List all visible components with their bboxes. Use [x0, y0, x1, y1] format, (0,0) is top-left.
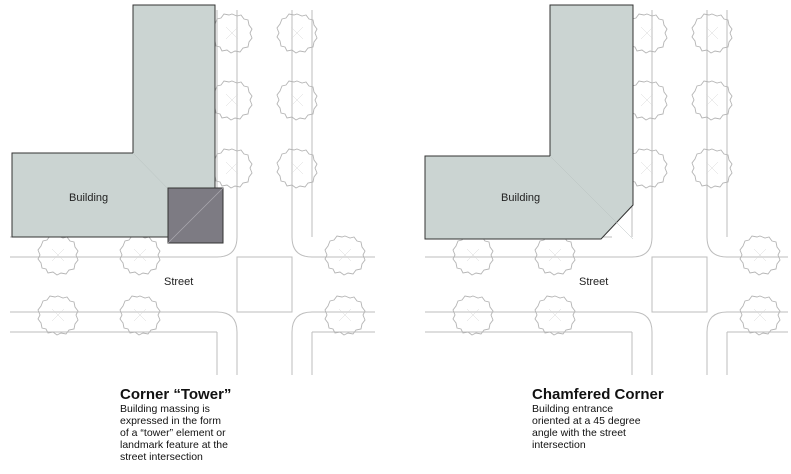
- tree-canopy-icon: [276, 13, 318, 54]
- tree-canopy-icon: [211, 13, 253, 54]
- building-label: Building: [501, 192, 540, 204]
- tree-canopy-icon: [211, 80, 253, 121]
- tree-canopy-icon: [452, 295, 494, 336]
- building-footprint-chamfered: [424, 4, 634, 240]
- tree-canopy-icon: [324, 235, 366, 276]
- right-panel: Building Street: [424, 4, 788, 375]
- tree-canopy-icon: [276, 148, 318, 189]
- tree-canopy-icon: [739, 295, 781, 336]
- caption-chamfered-corner: Chamfered Corner Building entrance orien…: [532, 386, 732, 451]
- left-panel: Building Street: [10, 4, 375, 375]
- tree-canopy-icon: [691, 13, 733, 54]
- tree-canopy-icon: [119, 235, 161, 276]
- caption-title: Corner “Tower”: [120, 386, 232, 403]
- tree-canopy-icon: [324, 295, 366, 336]
- tree-canopy-icon: [37, 235, 79, 276]
- caption-corner-tower: Corner “Tower” Building massing is expre…: [120, 386, 320, 463]
- street-label: Street: [164, 276, 193, 288]
- tree-canopy-icon: [691, 80, 733, 121]
- corner-tower: [167, 187, 224, 244]
- caption-title: Chamfered Corner: [532, 386, 664, 403]
- building-label: Building: [69, 192, 108, 204]
- tree-canopy-icon: [534, 295, 576, 336]
- tree-canopy-icon: [37, 295, 79, 336]
- tree-canopy-icon: [119, 295, 161, 336]
- caption-description: Building massing is expressed in the for…: [120, 403, 228, 463]
- tree-canopy-icon: [739, 235, 781, 276]
- building-guide-line: [549, 155, 634, 240]
- tree-canopy-icon: [452, 235, 494, 276]
- tree-canopy-icon: [276, 80, 318, 121]
- caption-description: Building entrance oriented at a 45 degre…: [532, 403, 641, 451]
- tree-canopy-icon: [211, 148, 253, 189]
- tree-canopy-icon: [691, 148, 733, 189]
- street-label: Street: [579, 276, 608, 288]
- tree-canopy-icon: [534, 235, 576, 276]
